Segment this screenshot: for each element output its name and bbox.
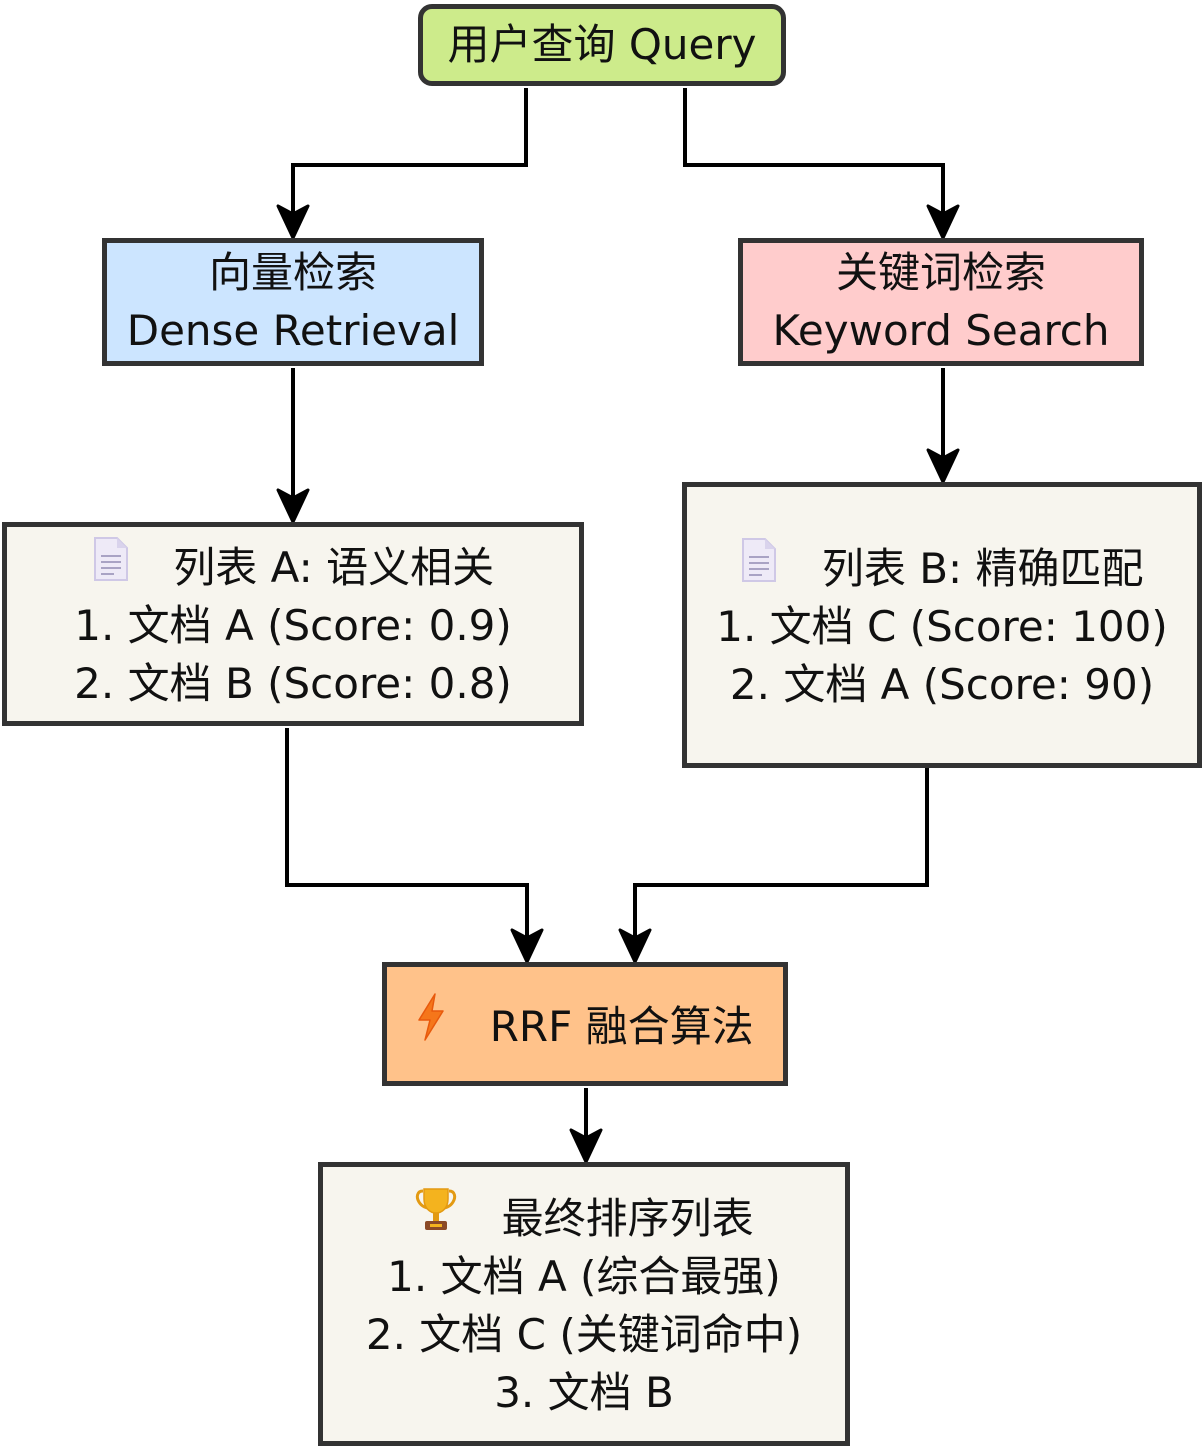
- document-icon: [740, 537, 778, 598]
- keyword-search-subtitle: Keyword Search: [772, 306, 1110, 355]
- arrowhead-final: [569, 1128, 603, 1164]
- list-b-title: 列表 B: 精确匹配: [821, 543, 1144, 593]
- list-a-title: 列表 A: 语义相关: [173, 542, 495, 592]
- keyword-search-title: 关键词检索: [835, 248, 1046, 297]
- node-user-query: 用户查询 Query: [418, 4, 786, 86]
- arrowhead-dense: [276, 204, 310, 240]
- dense-retrieval-subtitle: Dense Retrieval: [126, 306, 460, 355]
- node-list-a: 列表 A: 语义相关 1. 文档 A (Score: 0.9) 2. 文档 B …: [2, 522, 584, 726]
- dense-retrieval-title: 向量检索: [208, 248, 377, 297]
- user-query-label: 用户查询 Query: [447, 20, 757, 69]
- trophy-icon: [414, 1187, 458, 1248]
- arrowhead-rrf-right: [618, 928, 652, 964]
- list-a-item: 2. 文档 B (Score: 0.8): [74, 658, 512, 708]
- node-list-b: 列表 B: 精确匹配 1. 文档 C (Score: 100) 2. 文档 A …: [682, 482, 1202, 768]
- node-keyword-search: 关键词检索 Keyword Search: [738, 238, 1144, 366]
- node-final-ranking: 最终排序列表 1. 文档 A (综合最强) 2. 文档 C (关键词命中) 3.…: [318, 1162, 850, 1446]
- arrowhead-list-b: [926, 448, 960, 484]
- final-item: 3. 文档 B: [494, 1367, 674, 1417]
- final-title: 最终排序列表: [501, 1193, 754, 1243]
- edge-query-to-keyword: [683, 88, 945, 236]
- arrowhead-list-a: [276, 488, 310, 524]
- final-item: 1. 文档 A (综合最强): [387, 1251, 781, 1301]
- rrf-label: RRF 融合算法: [489, 1001, 754, 1051]
- list-b-item: 1. 文档 C (Score: 100): [716, 601, 1168, 651]
- node-dense-retrieval: 向量检索 Dense Retrieval: [102, 238, 484, 366]
- lightning-icon: [416, 992, 446, 1056]
- node-rrf-fusion: RRF 融合算法: [382, 962, 788, 1086]
- arrowhead-keyword: [926, 204, 960, 240]
- edge-list-a-to-rrf: [285, 728, 529, 960]
- list-a-item: 1. 文档 A (Score: 0.9): [74, 600, 512, 650]
- edge-query-to-dense: [291, 88, 528, 236]
- final-item: 2. 文档 C (关键词命中): [365, 1309, 803, 1359]
- document-icon: [92, 536, 130, 597]
- arrowhead-rrf-left: [510, 928, 544, 964]
- list-b-item: 2. 文档 A (Score: 90): [729, 659, 1155, 709]
